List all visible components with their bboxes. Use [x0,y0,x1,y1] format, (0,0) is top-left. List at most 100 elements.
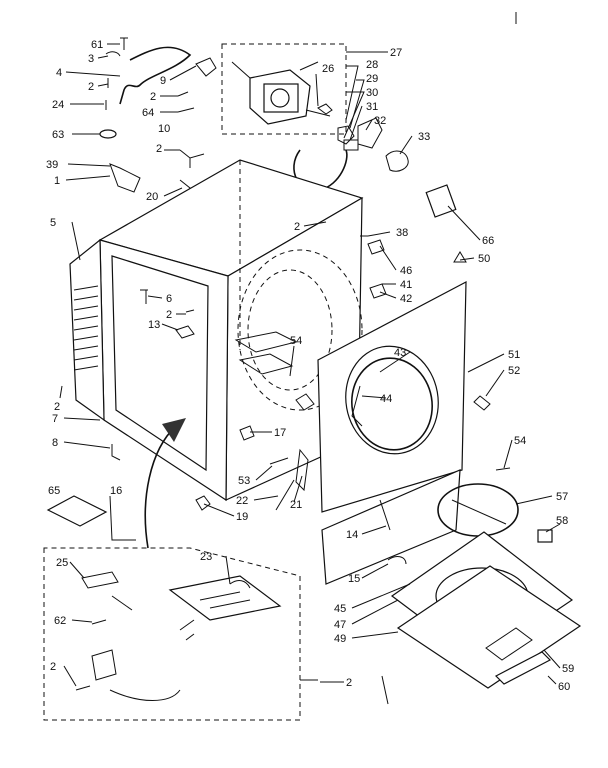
label-20: 20 [146,191,158,203]
label-66: 66 [482,235,494,247]
part-58 [537,529,553,543]
clip-19 [195,495,211,511]
label-2-e: 2 [166,309,172,321]
label-50: 50 [478,253,490,265]
switch-block [425,184,457,218]
side-panel [69,238,105,422]
bracket-10 [179,149,205,168]
latch-46 [367,239,385,255]
label-31: 31 [366,101,378,113]
label-2-g: 2 [50,661,56,673]
idler-bracket [357,117,383,149]
belt-switch [385,150,409,172]
label-63: 63 [52,129,64,141]
motor-clip [317,103,333,115]
latch-42 [369,283,387,299]
leader-lines [59,43,561,687]
label-1: 1 [54,175,60,187]
door-ring-hatch [451,499,507,525]
screw-62 [91,619,107,625]
label-7: 7 [52,413,58,425]
clip-3 [105,51,121,57]
screw-53 [269,457,289,465]
cord-clamp-1 [109,163,141,193]
curved-arrow [144,425,177,549]
label-61: 61 [91,39,103,51]
label-2-b: 2 [150,91,156,103]
label-54-b: 54 [514,435,526,447]
label-2-a: 2 [88,81,94,93]
label-22: 22 [236,495,248,507]
label-49: 49 [334,633,346,645]
label-29: 29 [366,73,378,85]
label-19: 19 [236,511,248,523]
label-9: 9 [160,75,166,87]
part-15 [387,556,407,565]
label-53: 53 [238,475,250,487]
terminal-lead [91,649,181,701]
foot-50 [453,251,467,263]
label-51: 51 [508,349,520,361]
pad-65 [46,495,108,527]
label-4: 4 [56,67,62,79]
label-2-h: 2 [346,677,352,689]
duct-clip [295,393,315,411]
label-8: 8 [52,437,58,449]
door-outer-49 [396,565,582,689]
motor [231,61,331,125]
label-2-d: 2 [294,221,300,233]
label-2-f: 2 [54,401,60,413]
toe-panel [321,469,461,585]
screw-2b [177,91,189,97]
label-10: 10 [158,123,170,135]
label-60: 60 [558,681,570,693]
part-14 [379,499,391,531]
label-46: 46 [400,265,412,277]
label-62: 62 [54,615,66,627]
label-25: 25 [56,557,68,569]
label-24: 24 [52,99,64,111]
label-16: 16 [110,485,122,497]
label-27: 27 [390,47,402,59]
electrical-box [43,547,301,721]
wire-lead [179,619,195,641]
terminal-block-23 [168,575,282,621]
screw-2e [185,309,195,313]
door-opening [345,345,439,455]
hinge-52 [473,395,491,411]
screw-61 [120,37,128,50]
label-54-a: 54 [290,335,302,347]
bracket-22 [275,479,295,511]
label-33: 33 [418,131,430,143]
label-30: 30 [366,87,378,99]
terminal-9 [195,57,217,77]
label-41: 41 [400,279,412,291]
label-28: 28 [366,59,378,71]
label-26: 26 [322,63,334,75]
clip-13 [175,325,195,339]
leveling-leg-8 [111,444,121,461]
label-57: 57 [556,491,568,503]
base-bracket [234,331,298,375]
label-5: 5 [50,217,56,229]
door-seal [351,357,433,451]
label-38: 38 [396,227,408,239]
label-15: 15 [348,573,360,585]
arrow-head [162,418,186,442]
door-handle-60 [494,651,552,685]
label-42: 42 [400,293,412,305]
label-2-c: 2 [156,143,162,155]
motor-assembly-box [221,43,347,135]
washer-63 [99,129,117,139]
label-58: 58 [556,515,568,527]
label-65: 65 [48,485,60,497]
stray-mark [381,675,389,705]
label-39: 39 [46,159,58,171]
label-64: 64 [142,107,154,119]
label-3: 3 [88,53,94,65]
label-44: 44 [380,393,392,405]
label-6: 6 [166,293,172,305]
latch-21 [295,448,309,492]
screw-64 [177,107,195,113]
